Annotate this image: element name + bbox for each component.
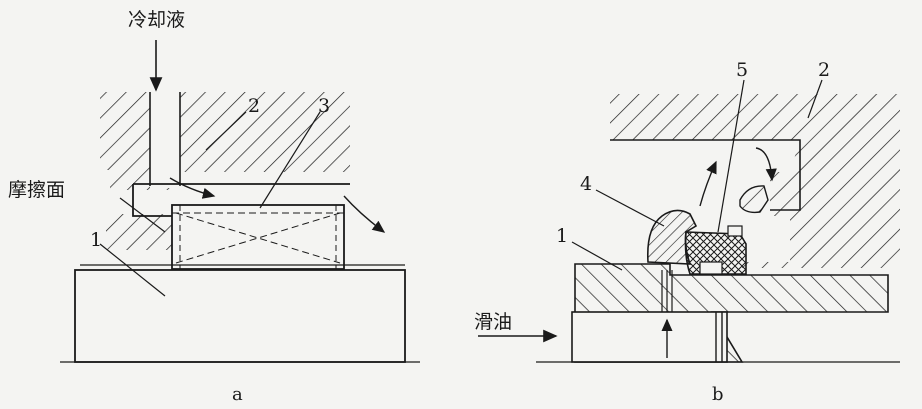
seal-ring-3 (171, 204, 345, 270)
oil-block (571, 311, 728, 363)
housing-a-lower (106, 214, 172, 250)
oil-spray-arrow (699, 160, 717, 207)
caption-a: a (232, 384, 243, 405)
caption-b: b (712, 384, 724, 405)
part-label-5b: 5 (736, 59, 748, 81)
coolant-channel (150, 92, 180, 188)
part-label-4b: 4 (580, 173, 592, 195)
part-label-2a: 2 (248, 95, 260, 117)
coolant-flow-arrow (169, 177, 216, 199)
oil-label: 滑油 (474, 311, 512, 333)
housing-a (100, 92, 350, 190)
housing-lip (739, 185, 769, 214)
oil-return-arrow (755, 147, 777, 182)
base-part-1 (74, 269, 406, 363)
part-label-1b: 1 (556, 225, 568, 247)
friction-surface-label: 摩擦面 (8, 179, 65, 201)
part-label-3a: 3 (318, 95, 330, 117)
figure-b: 滑油 5 2 4 1 b (474, 59, 900, 405)
part-label-1a: 1 (90, 229, 102, 251)
housing-b (610, 94, 900, 268)
coolant-label: 冷却液 (128, 9, 185, 31)
coolant-outlet-arrow (343, 195, 386, 233)
part-label-2b: 2 (818, 59, 830, 81)
figure-a: 冷却液 摩擦面 2 3 1 a (8, 9, 420, 405)
